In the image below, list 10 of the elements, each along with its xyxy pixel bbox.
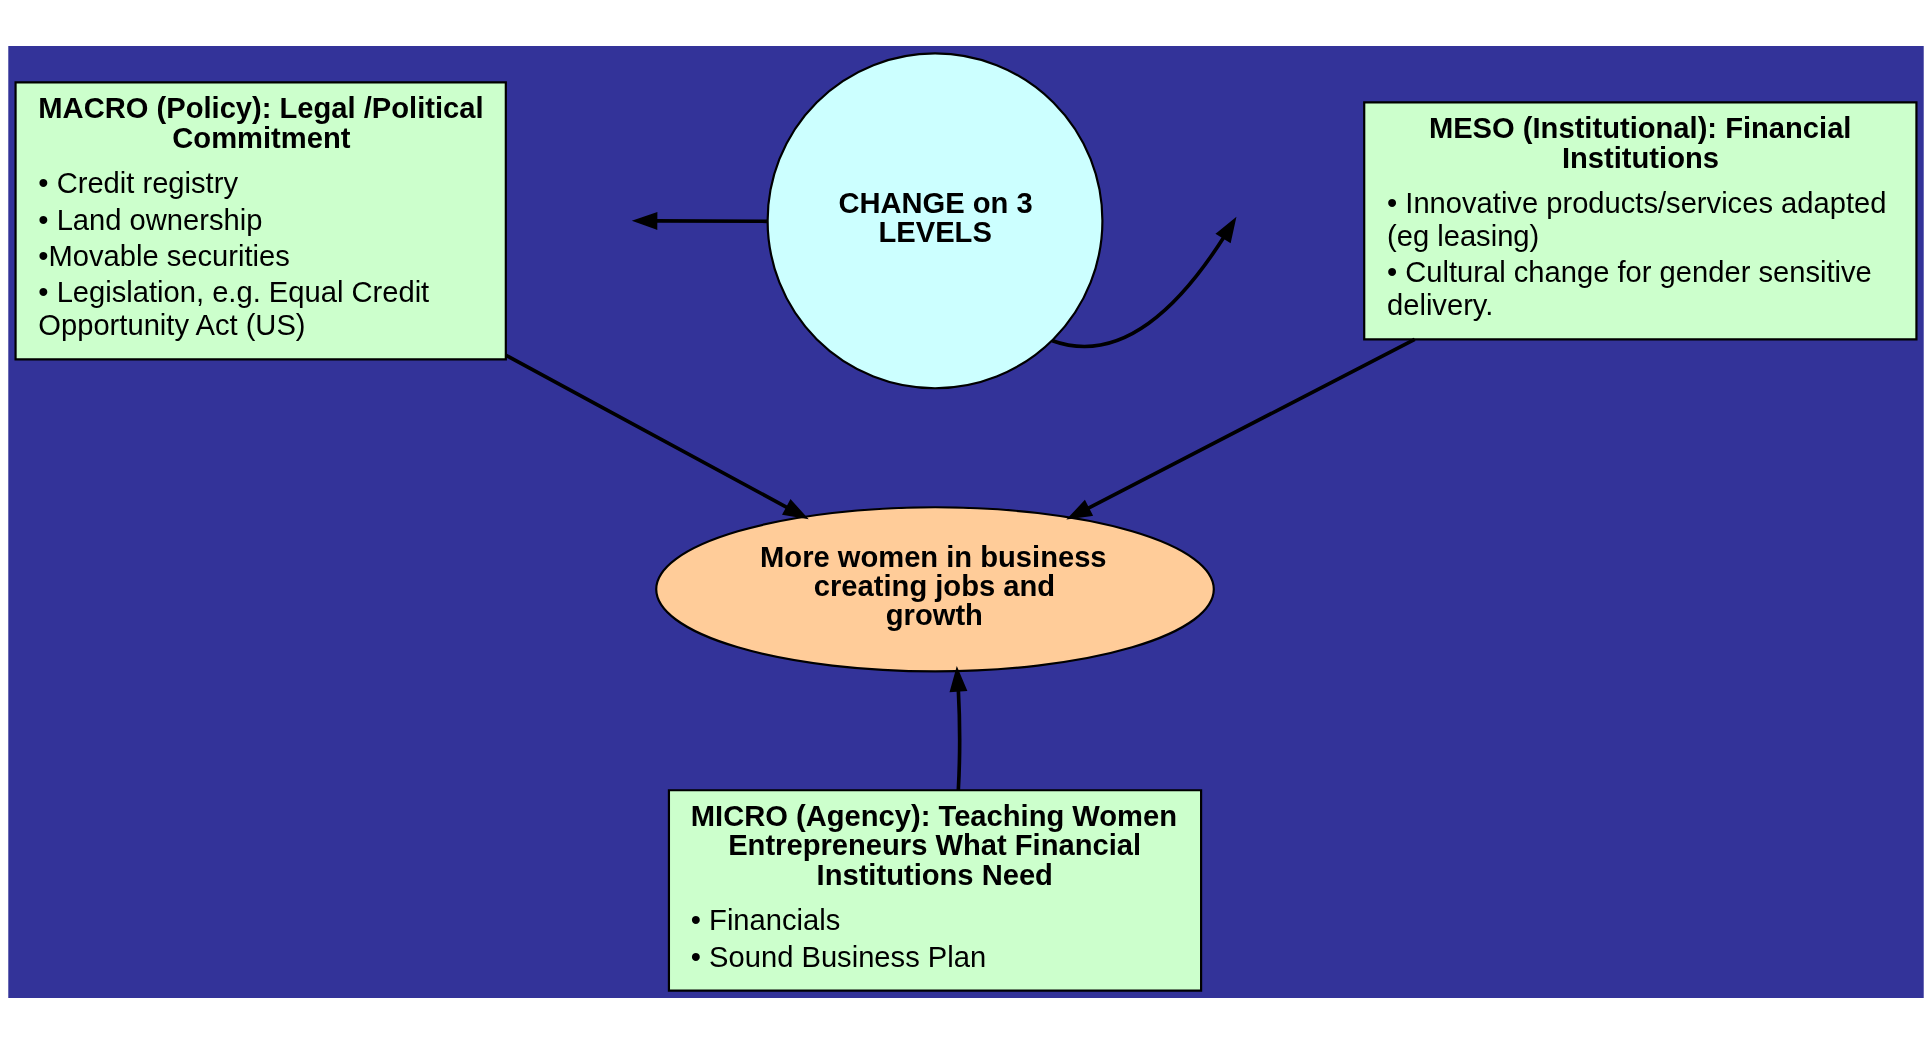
node-circle: CHANGE on 3 LEVELS [766, 52, 1104, 390]
node-ellipse: More women in business creating jobs and growth [655, 506, 1215, 673]
node-box: MICRO (Agency): Teaching Women Entrepreneurs What Financial Institutions Need • Financials • Sound Business Plan [667, 789, 1203, 992]
arrow [1051, 216, 1237, 349]
arrow [631, 212, 767, 230]
arrow [505, 353, 809, 520]
arrow [1066, 337, 1416, 520]
node-box: MESO (Institutional): Financial Institutions • Innovative products/services adapted (eg leasing) • Cultural change for gender sensitive delivery. [1363, 101, 1918, 341]
node-box: MACRO (Policy): Legal /Political Commitment • Credit registry • Land ownership •Movable securities • Legislation, e.g. Equal Credit Opportunity Act (US) [14, 81, 507, 361]
arrow [949, 666, 968, 791]
